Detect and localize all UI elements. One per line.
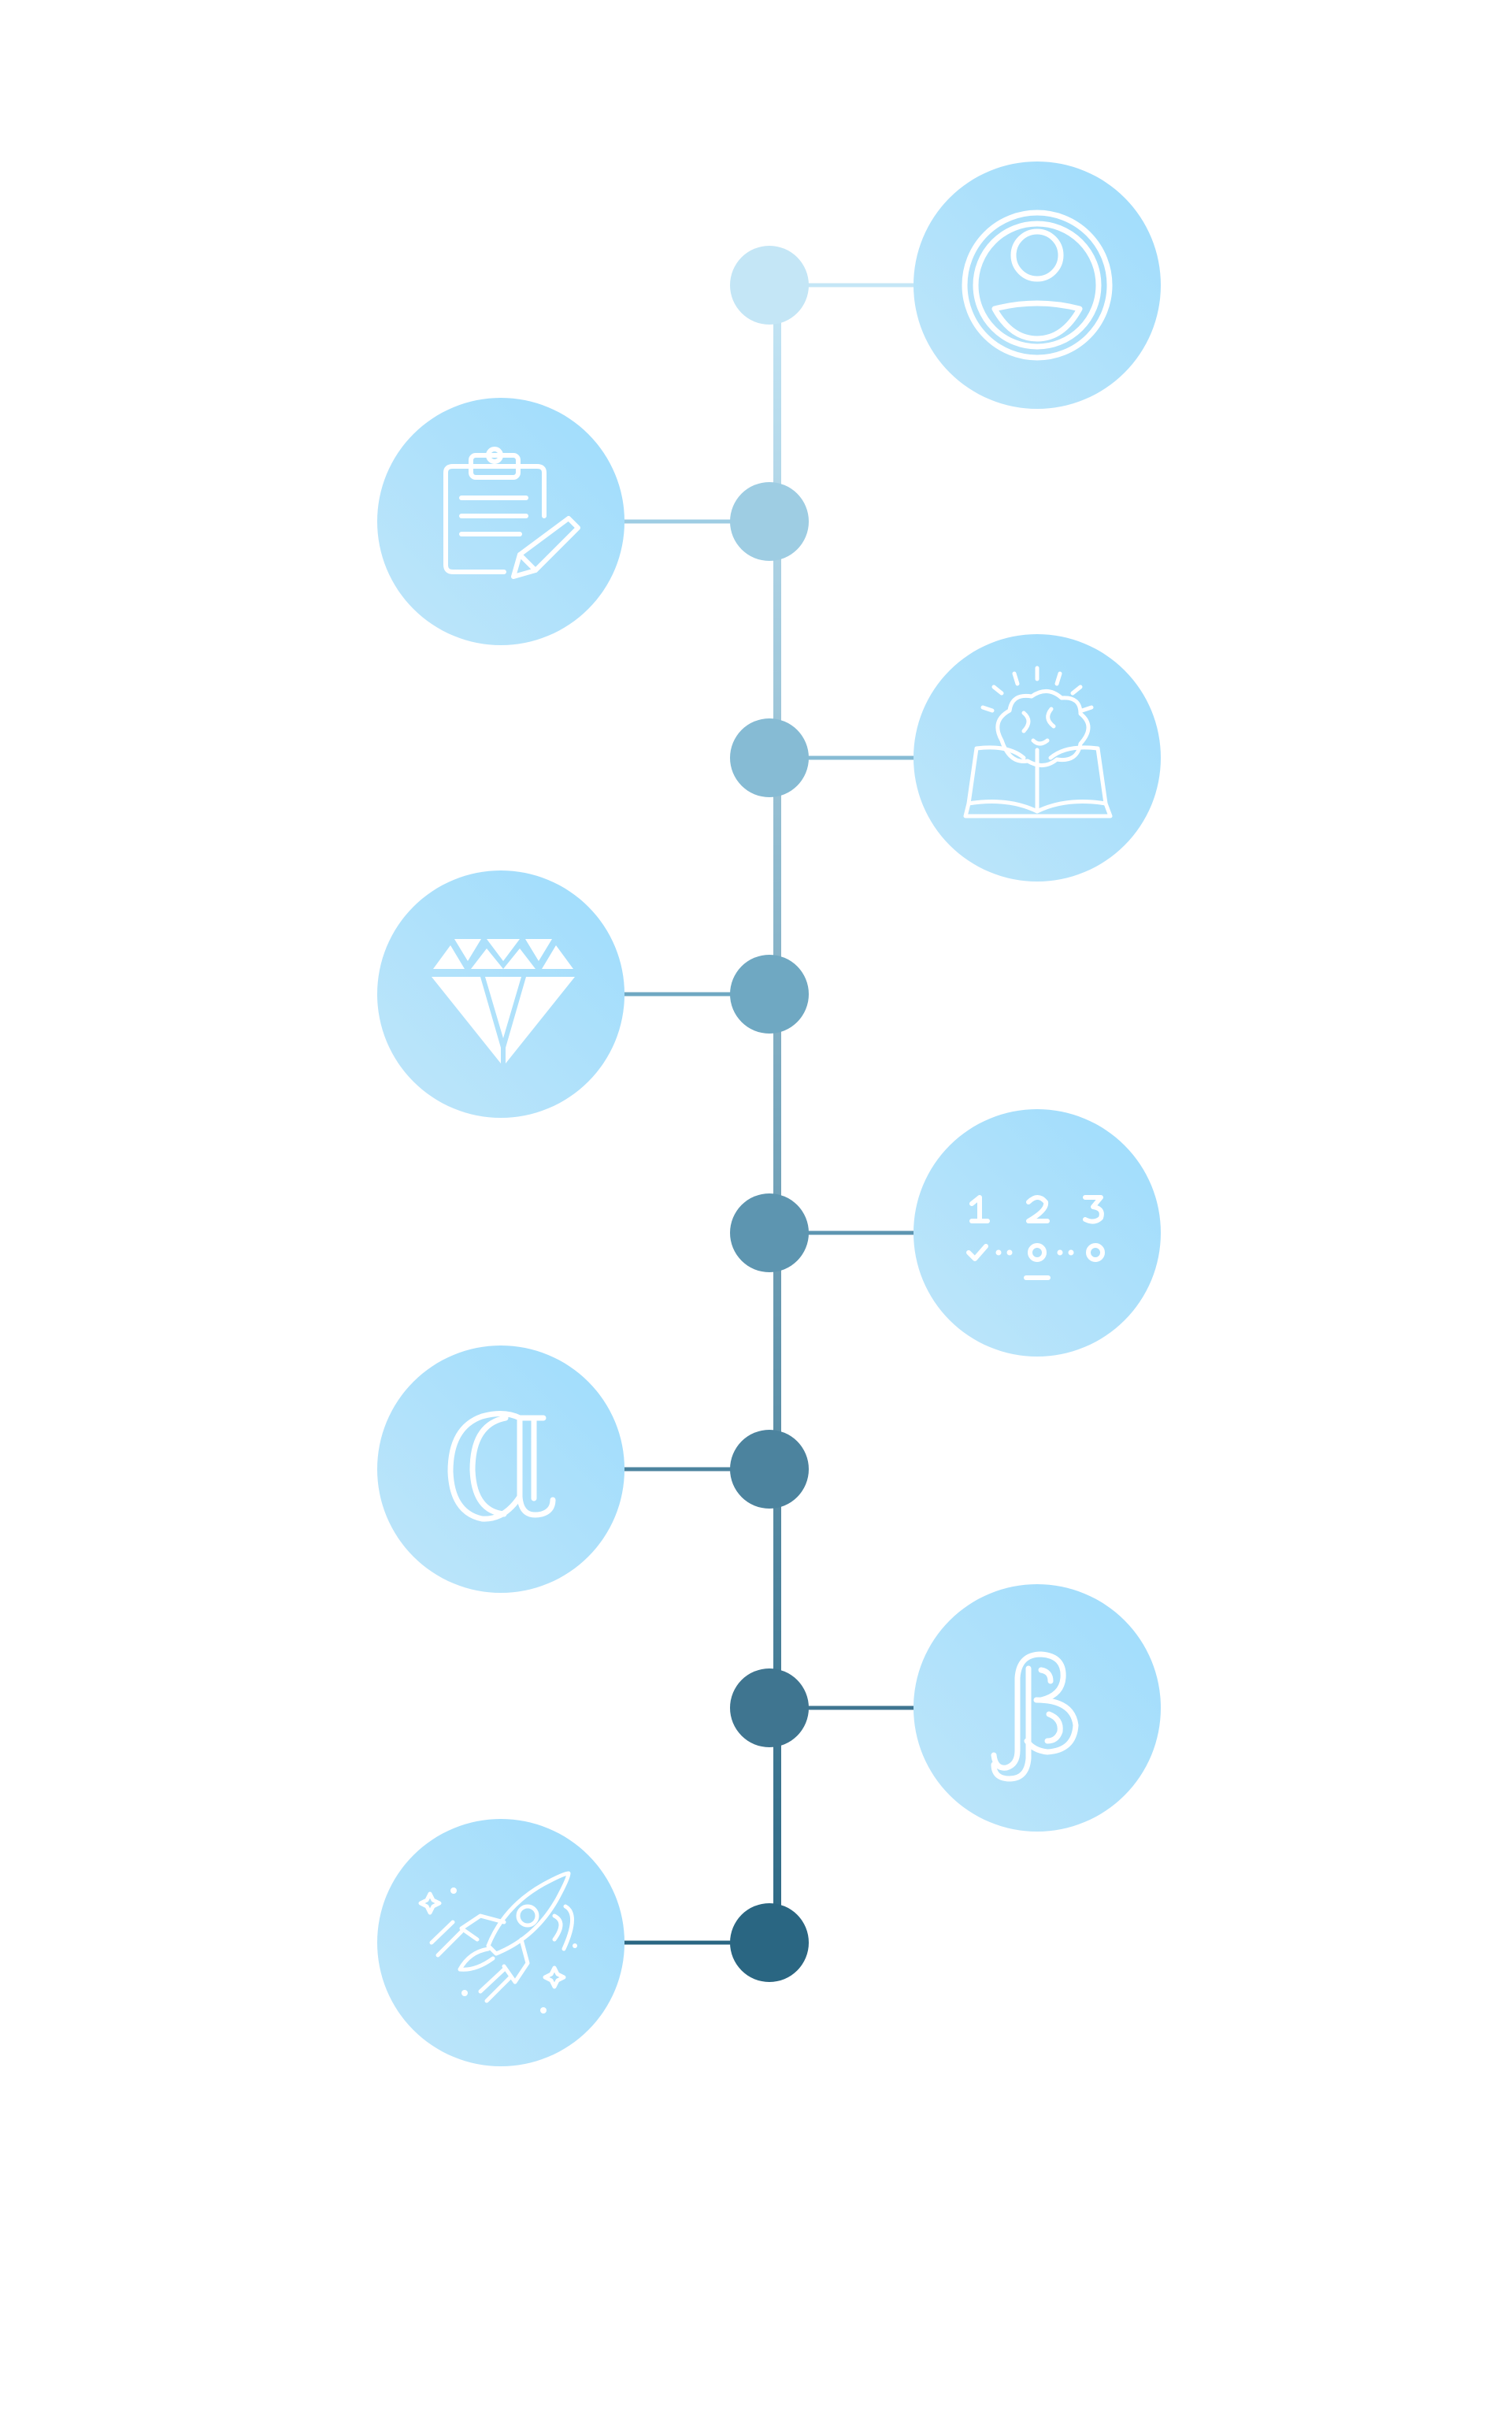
steps-123-icon: [966, 1195, 1105, 1280]
node-step-2: [730, 482, 809, 561]
node-step-1: [730, 246, 809, 325]
node-step-3: [730, 718, 809, 797]
step-4-badge: [377, 870, 624, 1118]
node-step-6: [730, 1430, 809, 1509]
rocket-sparkle-dots: [450, 1887, 577, 2014]
node-step-8: [730, 1903, 809, 1982]
brain-book-icon: [963, 666, 1113, 818]
clipboard-pencil-icon: [443, 447, 580, 579]
node-step-7: [730, 1668, 809, 1747]
alpha-icon: [447, 1411, 556, 1522]
step-8-badge: [377, 1819, 624, 2066]
step-2-badge: [377, 398, 624, 645]
timeline-spine: [773, 285, 781, 1965]
node-step-5: [730, 1193, 809, 1272]
diamond-icon: [432, 939, 575, 1063]
step-5-badge: [914, 1109, 1161, 1357]
beta-icon: [991, 1651, 1079, 1782]
spine-nodes: [730, 246, 809, 1982]
step-dots: [995, 1249, 1074, 1256]
node-step-4: [730, 955, 809, 1034]
rocket-icon: [418, 1871, 574, 2003]
step-7-badge: [914, 1584, 1161, 1832]
step-6-badge: [377, 1345, 624, 1593]
user-profile-icon: [962, 210, 1113, 361]
step-3-badge: [914, 634, 1161, 882]
step-1-badge: [914, 161, 1161, 409]
